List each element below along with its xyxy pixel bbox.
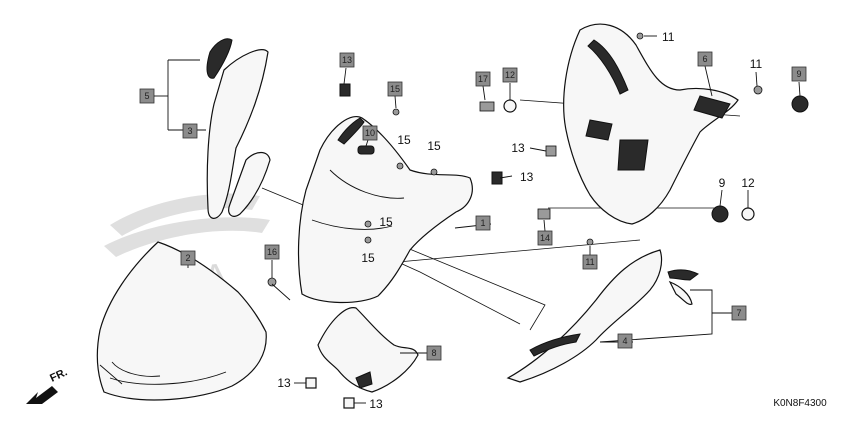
part-side-strip [506, 249, 732, 383]
callout-2: 2 [180, 250, 196, 266]
callout-12-box: 12 [502, 67, 518, 83]
callout-12-plain: 12 [741, 176, 755, 190]
svg-text:11: 11 [585, 257, 594, 267]
callout-leaders [187, 35, 801, 404]
callout-11-right: 11 [750, 57, 763, 71]
svg-text:11: 11 [750, 57, 763, 71]
part-windscreen [96, 241, 267, 401]
callout-7: 7 [731, 305, 747, 321]
svg-text:9: 9 [796, 69, 801, 79]
svg-text:13: 13 [342, 55, 352, 65]
screw-icon [396, 162, 404, 170]
callout-1: 1 [475, 215, 491, 231]
callout-4: 4 [617, 333, 633, 349]
clip-icon [343, 397, 355, 409]
svg-text:11: 11 [662, 30, 675, 44]
svg-text:15: 15 [361, 251, 375, 265]
svg-text:17: 17 [478, 74, 488, 84]
screw-icon [364, 236, 372, 244]
svg-text:12: 12 [505, 70, 515, 80]
callout-13-right: 13 [520, 170, 534, 184]
front-direction-arrow: FR. [26, 366, 69, 404]
svg-text:15: 15 [379, 215, 393, 229]
svg-text:13: 13 [277, 376, 291, 390]
clip-icon [305, 377, 317, 389]
callout-14: 14 [537, 230, 553, 246]
callout-15-c: 15 [379, 215, 393, 229]
callout-13-bottom: 13 [369, 397, 383, 411]
svg-text:3: 3 [187, 126, 192, 136]
drawing-code: K0N8F4300 [773, 398, 827, 409]
callout-9-plain: 9 [719, 176, 726, 190]
svg-text:14: 14 [540, 233, 550, 243]
svg-text:7: 7 [736, 308, 741, 318]
grommet-icon [357, 145, 375, 155]
svg-text:13: 13 [369, 397, 383, 411]
part-upper-inner-cover [297, 116, 473, 304]
svg-text:12: 12 [741, 176, 755, 190]
callout-17: 17 [475, 71, 491, 87]
callout-15-a: 15 [397, 133, 411, 147]
part-side-cover [167, 38, 271, 219]
callout-13-left: 13 [511, 141, 525, 155]
svg-text:1: 1 [480, 218, 485, 228]
svg-text:15: 15 [427, 139, 441, 153]
svg-text:4: 4 [622, 336, 627, 346]
bolt-icon [537, 208, 551, 220]
callout-8: 8 [426, 345, 442, 361]
screw-icon [392, 108, 400, 116]
nut-icon [753, 85, 763, 95]
callout-15-d: 15 [361, 251, 375, 265]
grommet-icon [711, 205, 729, 223]
bolt-icon [479, 101, 495, 112]
svg-text:16: 16 [267, 247, 277, 257]
callout-9-box: 9 [791, 66, 807, 82]
svg-text:15: 15 [397, 133, 411, 147]
washer-icon [503, 99, 517, 113]
callout-15-b: 15 [427, 139, 441, 153]
callout-15-box: 15 [387, 81, 403, 97]
screw-icon [364, 220, 372, 228]
clip-icon [545, 145, 557, 157]
svg-text:2: 2 [185, 253, 190, 263]
svg-text:9: 9 [719, 176, 726, 190]
screw-icon [636, 32, 644, 40]
screw-icon [586, 238, 594, 246]
callout-3: 3 [182, 123, 198, 139]
callout-10: 10 [362, 125, 378, 141]
svg-text:5: 5 [144, 91, 149, 101]
grommet-icon [791, 95, 809, 113]
callout-13-bottom-left: 13 [277, 376, 291, 390]
clip-icon [339, 83, 351, 97]
svg-text:15: 15 [390, 84, 400, 94]
svg-text:6: 6 [702, 54, 707, 64]
callout-16: 16 [264, 244, 280, 260]
part-meter-stay [563, 23, 739, 225]
callout-6: 6 [697, 51, 713, 67]
screw-icon [267, 277, 277, 287]
callout-11-top: 11 [662, 30, 675, 44]
svg-text:10: 10 [365, 128, 375, 138]
washer-icon [741, 207, 755, 221]
direction-label: FR. [48, 366, 69, 384]
callout-13-box: 13 [339, 52, 355, 68]
callout-11-box: 11 [582, 254, 598, 270]
svg-text:13: 13 [511, 141, 525, 155]
part-lower-center-cover [317, 307, 419, 393]
screw-icon [430, 168, 438, 176]
svg-text:8: 8 [431, 348, 436, 358]
callout-5: 5 [139, 88, 155, 104]
hardware-fasteners [267, 32, 809, 409]
svg-text:13: 13 [520, 170, 534, 184]
